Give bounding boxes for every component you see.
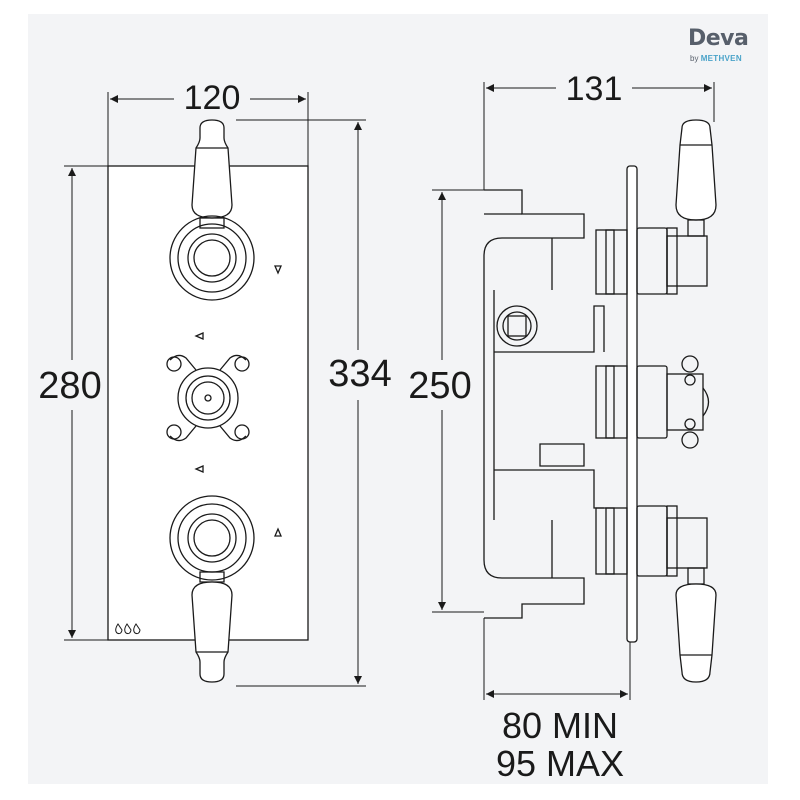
dimension-body-height-label: 250 — [408, 365, 471, 407]
front-view — [107, 119, 309, 683]
arrow-up-icon — [274, 527, 282, 537]
dimension-height-label: 280 — [38, 365, 101, 407]
brand-logo: Deva — [688, 26, 749, 51]
front-plate — [107, 165, 309, 641]
bottom-lever-handle — [191, 571, 233, 683]
middle-cross-handle — [166, 354, 250, 442]
logo-brand-text: METHVEN — [700, 54, 742, 63]
middle-spindle — [595, 355, 710, 449]
arrow-left-icon — [194, 332, 204, 340]
arrow-left-icon — [194, 465, 204, 473]
dimension-depth-label: 131 — [566, 70, 623, 108]
front-dimension-lines — [64, 92, 366, 687]
bottom-lever-handle-side — [675, 567, 717, 683]
dimension-overall-height-label: 334 — [328, 353, 391, 395]
dimension-max-depth-label: 95 MAX — [496, 743, 624, 784]
top-lever-handle — [191, 119, 233, 229]
side-port-knob — [496, 305, 538, 347]
water-drops-icon — [115, 623, 141, 635]
brand-logo-sub: by METHVEN — [690, 54, 742, 63]
top-spindle — [595, 227, 708, 295]
valve-body-outline — [483, 189, 585, 619]
side-wall-plate — [626, 165, 638, 643]
side-dimension-lines — [432, 82, 715, 700]
side-view — [483, 119, 717, 683]
bottom-spindle — [595, 505, 708, 577]
top-control-ring — [169, 215, 255, 301]
logo-by-text: by — [690, 54, 699, 63]
arrow-down-icon — [274, 265, 282, 275]
dimension-width-label: 120 — [184, 79, 241, 117]
bottom-control-ring — [169, 495, 255, 581]
top-lever-handle-side — [675, 119, 717, 237]
dimension-min-depth-label: 80 MIN — [502, 705, 618, 746]
